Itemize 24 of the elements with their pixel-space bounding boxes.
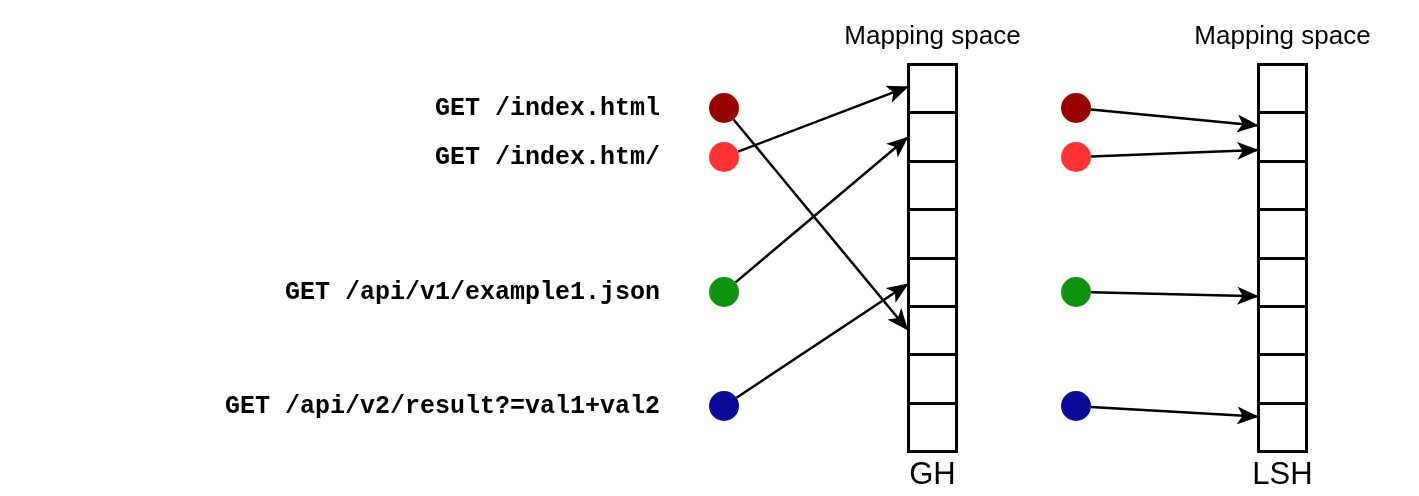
arrow (735, 283, 909, 399)
hash-dot (709, 391, 739, 421)
request-label: GET /api/v2/result?=val1+val2 (224, 391, 660, 421)
hash-dot (1061, 93, 1091, 123)
hash-dot (709, 277, 739, 307)
arrow (734, 136, 909, 284)
method-label: LSH (1252, 456, 1313, 492)
arrow (737, 85, 909, 153)
method-label: GH (909, 456, 956, 492)
arrow (1090, 286, 1259, 305)
request-label: GET /api/v1/example1.json (284, 277, 660, 307)
arrow (732, 118, 909, 331)
arrow (1090, 108, 1259, 133)
hash-dot (1061, 391, 1091, 421)
hash-dot (709, 142, 739, 172)
column-heading: Mapping space (1194, 20, 1371, 51)
hash-dot (709, 93, 739, 123)
hash-dot (1061, 277, 1091, 307)
column-heading: Mapping space (844, 20, 1021, 51)
request-label: GET /index.html (434, 93, 660, 123)
hash-dot (1061, 142, 1091, 172)
arrow (1090, 405, 1259, 425)
arrow (1090, 141, 1259, 160)
request-label: GET /index.htm/ (434, 142, 660, 172)
